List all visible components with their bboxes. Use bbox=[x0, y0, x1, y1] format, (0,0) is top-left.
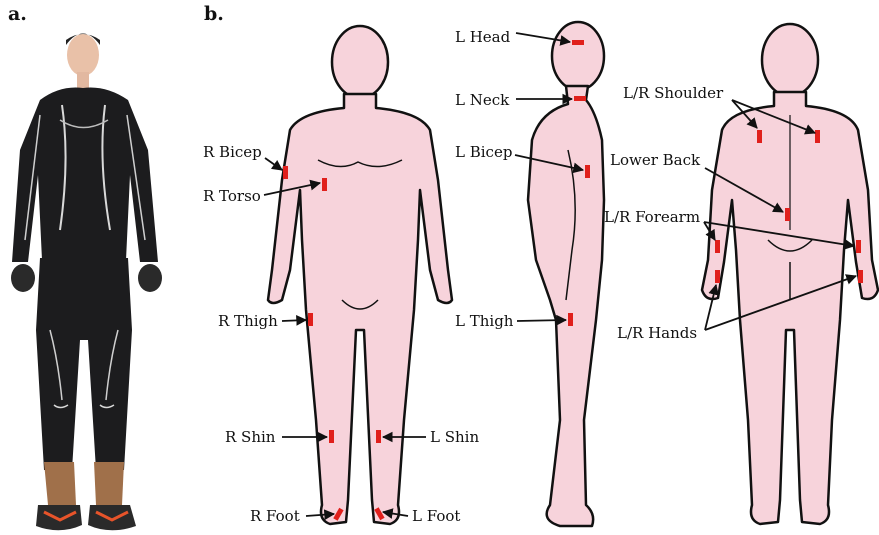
label-lr-forearm: L/R Forearm bbox=[604, 208, 700, 226]
sensor-r-thigh bbox=[308, 313, 313, 326]
sensor-l-thigh bbox=[568, 313, 573, 326]
side-body-figure bbox=[528, 22, 604, 526]
back-head bbox=[762, 24, 818, 96]
front-head bbox=[332, 26, 388, 98]
label-r-torso: R Torso bbox=[203, 187, 261, 205]
label-l-bicep: L Bicep bbox=[455, 143, 512, 161]
person-right-hand bbox=[138, 264, 162, 292]
arrow-l-thigh bbox=[517, 320, 566, 321]
label-r-bicep: R Bicep bbox=[203, 143, 262, 161]
person-pants bbox=[36, 258, 132, 470]
label-lr-hands: L/R Hands bbox=[617, 324, 697, 342]
person-right-boot bbox=[94, 462, 124, 505]
person-head bbox=[67, 34, 99, 76]
sensor-l-forearm bbox=[715, 240, 720, 253]
sensor-l-head bbox=[572, 40, 584, 45]
sensor-r-hand bbox=[858, 270, 863, 283]
label-r-thigh: R Thigh bbox=[218, 312, 278, 330]
label-l-head: L Head bbox=[455, 28, 510, 46]
sensor-r-shin bbox=[329, 430, 334, 443]
label-lr-shoulder: L/R Shoulder bbox=[623, 84, 723, 102]
sensor-r-torso bbox=[322, 178, 327, 191]
side-body bbox=[528, 86, 604, 526]
arrow-r-thigh bbox=[282, 320, 306, 321]
side-head bbox=[552, 22, 604, 90]
back-body-figure bbox=[702, 24, 878, 524]
sensor-l-shoulder bbox=[757, 130, 762, 143]
sensor-l-hand bbox=[715, 270, 720, 283]
label-l-foot: L Foot bbox=[412, 507, 460, 525]
label-r-foot: R Foot bbox=[250, 507, 300, 525]
sensor-r-bicep bbox=[283, 166, 288, 179]
front-body-figure bbox=[268, 26, 452, 524]
sensor-lower-back bbox=[785, 208, 790, 221]
sensor-l-bicep bbox=[585, 165, 590, 178]
label-l-neck: L Neck bbox=[455, 91, 509, 109]
person-left-boot bbox=[44, 462, 76, 505]
label-l-thigh: L Thigh bbox=[455, 312, 513, 330]
label-l-shin: L Shin bbox=[430, 428, 479, 446]
mocap-suit-person-photo bbox=[11, 34, 162, 531]
sensor-l-shin bbox=[376, 430, 381, 443]
person-left-hand bbox=[11, 264, 35, 292]
sensor-r-shoulder bbox=[815, 130, 820, 143]
arrow-r-bicep bbox=[265, 158, 282, 170]
label-lower-back: Lower Back bbox=[610, 151, 700, 169]
sensor-l-neck bbox=[574, 96, 586, 101]
label-r-shin: R Shin bbox=[225, 428, 275, 446]
sensor-r-forearm bbox=[856, 240, 861, 253]
